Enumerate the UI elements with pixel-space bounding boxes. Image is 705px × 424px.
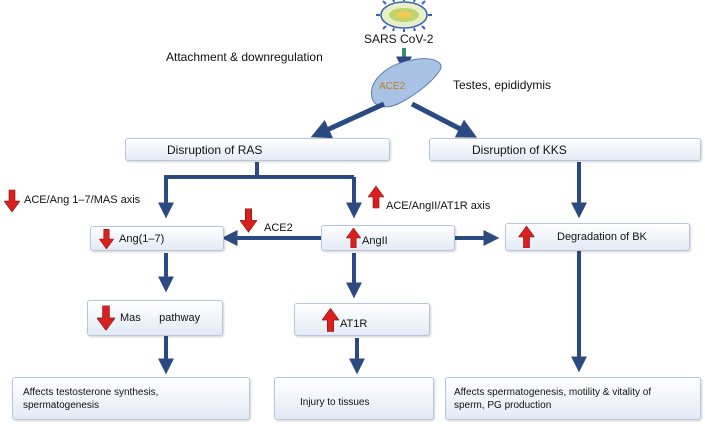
outcome-left-line1: Affects testosterone synthesis, (23, 386, 159, 398)
ras-disruption-box: Disruption of RAS (125, 138, 390, 161)
angii-label: AngII (362, 235, 388, 247)
red-down-arrow-icon (4, 189, 20, 213)
tissue-label: Testes, epididymis (453, 78, 552, 92)
red-up-arrow-icon (322, 308, 339, 332)
outcome-right-line1: Affects spermatogenesis, motility & vita… (454, 386, 652, 398)
outcome-left-line2: spermatogenesis (23, 399, 100, 411)
axis-up-label: ACE/AngII/AT1R axis (386, 200, 491, 212)
ang17-label: Ang(1–7) (119, 232, 165, 245)
red-up-arrow-icon (368, 185, 384, 209)
virus-icon (376, 0, 432, 32)
ace2-receptor-shape (371, 58, 442, 108)
outcome-right-box: Affects spermatogenesis, motility & vita… (445, 377, 701, 420)
red-up-arrow-icon (346, 228, 361, 248)
mas-pathway-label: Mas pathway (120, 312, 201, 324)
attachment-label: Attachment & downregulation (166, 50, 323, 64)
virus-label: SARS CoV-2 (364, 32, 434, 46)
outcome-mid-box: Injury to tissues (274, 377, 434, 420)
mas-pathway-box: Mas pathway (87, 300, 223, 336)
outcome-mid-label: Injury to tissues (300, 397, 370, 408)
bk-box: Degradation of BK (505, 223, 690, 251)
ace2-down-label: ACE2 (264, 222, 293, 234)
kks-disruption-label: Disruption of KKS (472, 142, 567, 157)
angii-box: AngII (321, 225, 455, 251)
receptor-to-kks-arrow (410, 101, 478, 138)
ras-disruption-label: Disruption of RAS (167, 142, 263, 157)
red-down-arrow-icon (97, 305, 115, 331)
outcome-right-line2: sperm, PG production (454, 399, 552, 411)
bk-label: Degradation of BK (557, 231, 647, 243)
red-down-arrow-icon (240, 208, 257, 233)
ang17-box: Ang(1–7) (90, 226, 224, 251)
red-down-arrow-icon (99, 229, 114, 249)
at1r-box: AT1R (294, 303, 430, 336)
kks-disruption-box: Disruption of KKS (429, 138, 701, 161)
outcome-left-box: Affects testosterone synthesis, spermato… (12, 377, 250, 420)
at1r-label: AT1R (340, 317, 368, 330)
red-up-arrow-icon (518, 226, 535, 248)
axis-down-label: ACE/Ang 1–7/MAS axis (24, 194, 141, 206)
receptor-to-ras-arrow (310, 101, 386, 139)
ace2-receptor-label: ACE2 (379, 81, 406, 92)
